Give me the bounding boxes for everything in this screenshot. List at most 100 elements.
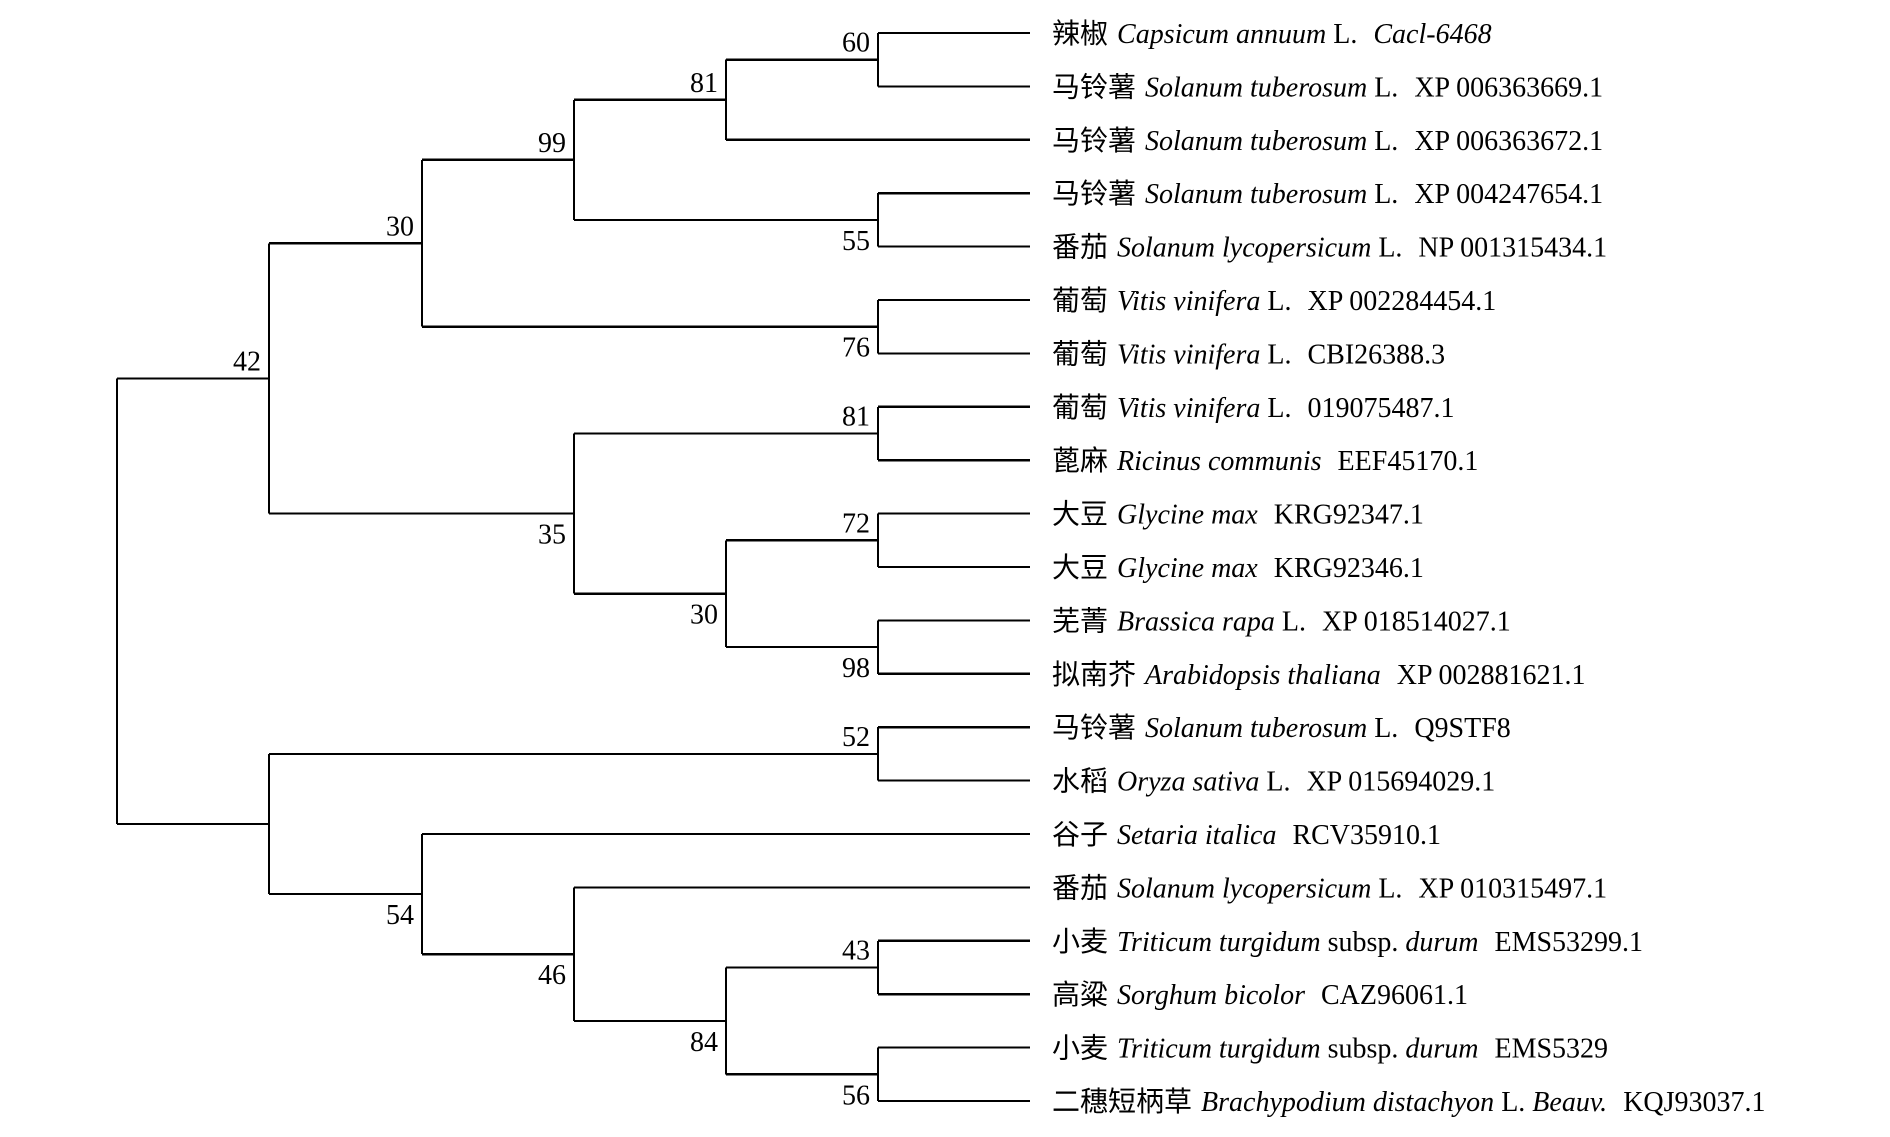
- accession: XP 004247654.1: [1414, 179, 1603, 210]
- species-name: Solanum tuberosum: [1138, 72, 1367, 103]
- common-name: 蓖麻: [1052, 445, 1108, 477]
- bootstrap-value: 46: [538, 960, 566, 991]
- common-name: 番茄: [1052, 872, 1108, 904]
- accession: KQJ93037.1: [1623, 1087, 1765, 1118]
- accession: EMS53299.1: [1494, 927, 1643, 958]
- species-name: Setaria italica: [1110, 820, 1276, 851]
- common-name: 大豆: [1052, 499, 1108, 531]
- taxon-label: 葡萄 Vitis vinifera L.CBI26388.3: [1052, 338, 1445, 370]
- common-name: 马铃薯: [1052, 712, 1136, 744]
- authority: subsp.: [1321, 927, 1399, 958]
- accession: EMS5329: [1494, 1034, 1608, 1065]
- accession: XP 002284454.1: [1307, 286, 1496, 317]
- authority: subsp.: [1321, 1034, 1399, 1065]
- common-name: 水稻: [1052, 766, 1108, 798]
- common-name: 大豆: [1052, 552, 1108, 584]
- taxon-label: 马铃薯 Solanum tuberosum L.Q9STF8: [1052, 712, 1511, 744]
- species-name: Brassica rapa: [1110, 606, 1275, 637]
- infraspecific: durum: [1398, 1034, 1478, 1065]
- species-name: Triticum turgidum: [1110, 927, 1321, 958]
- taxon-label: 马铃薯 Solanum tuberosum L.XP 006363669.1: [1052, 71, 1603, 103]
- bootstrap-value: 76: [842, 333, 870, 364]
- common-name: 高粱: [1052, 979, 1108, 1011]
- common-name: 葡萄: [1052, 392, 1108, 424]
- authority: L.: [1260, 393, 1291, 424]
- authority: L.: [1259, 767, 1290, 798]
- species-name: Solanum lycopersicum: [1110, 233, 1371, 264]
- authority: L.: [1275, 606, 1306, 637]
- authority: L.: [1367, 179, 1398, 210]
- species-name: Sorghum bicolor: [1110, 980, 1305, 1011]
- bootstrap-value: 60: [842, 28, 870, 59]
- bootstrap-value: 35: [538, 520, 566, 551]
- infraspecific: Beauv.: [1525, 1087, 1607, 1118]
- species-name: Solanum tuberosum: [1138, 126, 1367, 157]
- bootstrap-value: 43: [842, 936, 870, 967]
- taxon-label: 马铃薯 Solanum tuberosum L.XP 004247654.1: [1052, 178, 1603, 210]
- species-name: Triticum turgidum: [1110, 1034, 1321, 1065]
- taxon-label: 葡萄 Vitis vinifera L.019075487.1: [1052, 392, 1454, 424]
- species-name: Capsicum annuum: [1110, 19, 1326, 50]
- bootstrap-value: 42: [233, 346, 261, 377]
- accession: 019075487.1: [1307, 393, 1454, 424]
- taxon-label: 水稻 Oryza sativa L. XP 015694029.1: [1052, 766, 1495, 798]
- accession: KRG92347.1: [1274, 500, 1424, 531]
- bootstrap-value: 54: [386, 900, 414, 931]
- species-name: Brachypodium distachyon: [1194, 1087, 1494, 1118]
- authority: L.: [1367, 126, 1398, 157]
- common-name: 辣椒: [1052, 18, 1108, 50]
- common-name: 芜菁: [1052, 605, 1108, 637]
- authority: L.: [1367, 72, 1398, 103]
- taxon-label: 芜菁 Brassica rapa L. XP 018514027.1: [1052, 605, 1511, 637]
- authority: L.: [1371, 233, 1402, 264]
- bootstrap-value: 72: [842, 508, 870, 539]
- taxon-label: 小麦 Triticum turgidum subsp. durum EMS5329: [1052, 1033, 1608, 1065]
- taxon-label: 番茄 Solanum lycopersicum L.XP 010315497.1: [1052, 872, 1607, 904]
- accession: Cacl-6468: [1373, 19, 1491, 50]
- accession: XP 006363672.1: [1414, 126, 1603, 157]
- accession: RCV35910.1: [1292, 820, 1441, 851]
- species-name: Glycine max: [1110, 553, 1258, 584]
- bootstrap-value: 30: [386, 211, 414, 242]
- species-name: Ricinus communis: [1110, 446, 1322, 477]
- authority: L.: [1494, 1087, 1525, 1118]
- taxon-label: 大豆 Glycine max KRG92346.1: [1052, 552, 1424, 584]
- bootstrap-value: 98: [842, 653, 870, 684]
- species-name: Solanum lycopersicum: [1110, 873, 1371, 904]
- taxon-label: 番茄 Solanum lycopersicum L.NP 001315434.1: [1052, 232, 1607, 264]
- tree-branches: [115, 31, 1030, 1103]
- common-name: 小麦: [1052, 1033, 1108, 1065]
- common-name: 拟南芥: [1052, 659, 1136, 691]
- bootstrap-value: 56: [842, 1080, 870, 1111]
- common-name: 二穗短柄草: [1052, 1086, 1192, 1118]
- accession: XP 018514027.1: [1322, 606, 1511, 637]
- common-name: 马铃薯: [1052, 178, 1136, 210]
- bootstrap-value: 81: [690, 68, 718, 99]
- infraspecific: durum: [1398, 927, 1478, 958]
- bootstrap-value: 55: [842, 226, 870, 257]
- accession: NP 001315434.1: [1418, 233, 1607, 264]
- common-name: 葡萄: [1052, 338, 1108, 370]
- taxon-label: 葡萄 Vitis vinifera L.XP 002284454.1: [1052, 285, 1496, 317]
- species-name: Glycine max: [1110, 500, 1258, 531]
- authority: L.: [1367, 713, 1398, 744]
- species-name: Oryza sativa: [1110, 767, 1259, 798]
- common-name: 马铃薯: [1052, 125, 1136, 157]
- species-name: Vitis vinifera: [1110, 286, 1260, 317]
- accession: XP 015694029.1: [1306, 767, 1495, 798]
- bootstrap-value: 81: [842, 402, 870, 433]
- accession: Q9STF8: [1414, 713, 1510, 744]
- bootstrap-value: 84: [690, 1027, 718, 1058]
- authority: L.: [1371, 873, 1402, 904]
- authority: L.: [1260, 286, 1291, 317]
- taxon-label: 辣椒 Capsicum annuum L.Cacl-6468: [1052, 18, 1492, 50]
- accession: KRG92346.1: [1274, 553, 1424, 584]
